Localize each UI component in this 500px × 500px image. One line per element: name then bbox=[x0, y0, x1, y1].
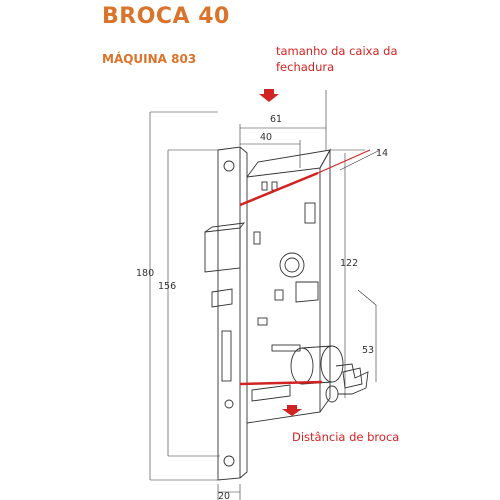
page-title: BROCA 40 bbox=[102, 4, 230, 29]
dim-53-label: 53 bbox=[362, 345, 374, 356]
lock-body-side bbox=[319, 148, 331, 413]
arrow-down-icon bbox=[259, 89, 279, 102]
latch-bolt bbox=[204, 227, 241, 273]
faceplate-edge bbox=[239, 146, 248, 479]
cylinder-body bbox=[301, 345, 333, 385]
box-size-annotation-line2: fechadura bbox=[276, 60, 335, 74]
dim-122-label: 122 bbox=[340, 258, 358, 269]
box-size-annotation-line1: tamanho da caixa da bbox=[276, 44, 398, 58]
faceplate-screw-top bbox=[223, 160, 235, 172]
key bbox=[335, 363, 369, 395]
faceplate-screw-mid bbox=[224, 399, 234, 409]
backset-marker-line bbox=[239, 380, 323, 386]
dim-180-label: 180 bbox=[136, 268, 154, 279]
backset-annotation: Distância de broca bbox=[292, 430, 400, 444]
machine-subtitle: MÁQUINA 803 bbox=[102, 52, 197, 66]
lock-body-front bbox=[246, 167, 321, 424]
faceplate-slot bbox=[221, 330, 232, 382]
arrow-down-icon bbox=[282, 405, 302, 416]
faceplate-screw-bottom bbox=[223, 455, 235, 467]
mechanism-lever bbox=[295, 281, 319, 303]
faceplate bbox=[217, 146, 241, 481]
box-size-marker-line bbox=[239, 171, 319, 207]
dim-40-label: 40 bbox=[260, 132, 272, 143]
mechanism-slot-top bbox=[304, 202, 316, 224]
dim-61-label: 61 bbox=[270, 114, 282, 125]
spindle-hub bbox=[279, 252, 305, 278]
deadbolt bbox=[211, 288, 233, 308]
cylinder-front bbox=[290, 347, 314, 385]
dim-156-label: 156 bbox=[158, 281, 176, 292]
box-size-annotation: tamanho da caixa da fechadura bbox=[276, 43, 398, 75]
dim-14-label: 14 bbox=[376, 148, 388, 159]
dim-20-label: 20 bbox=[218, 491, 230, 500]
